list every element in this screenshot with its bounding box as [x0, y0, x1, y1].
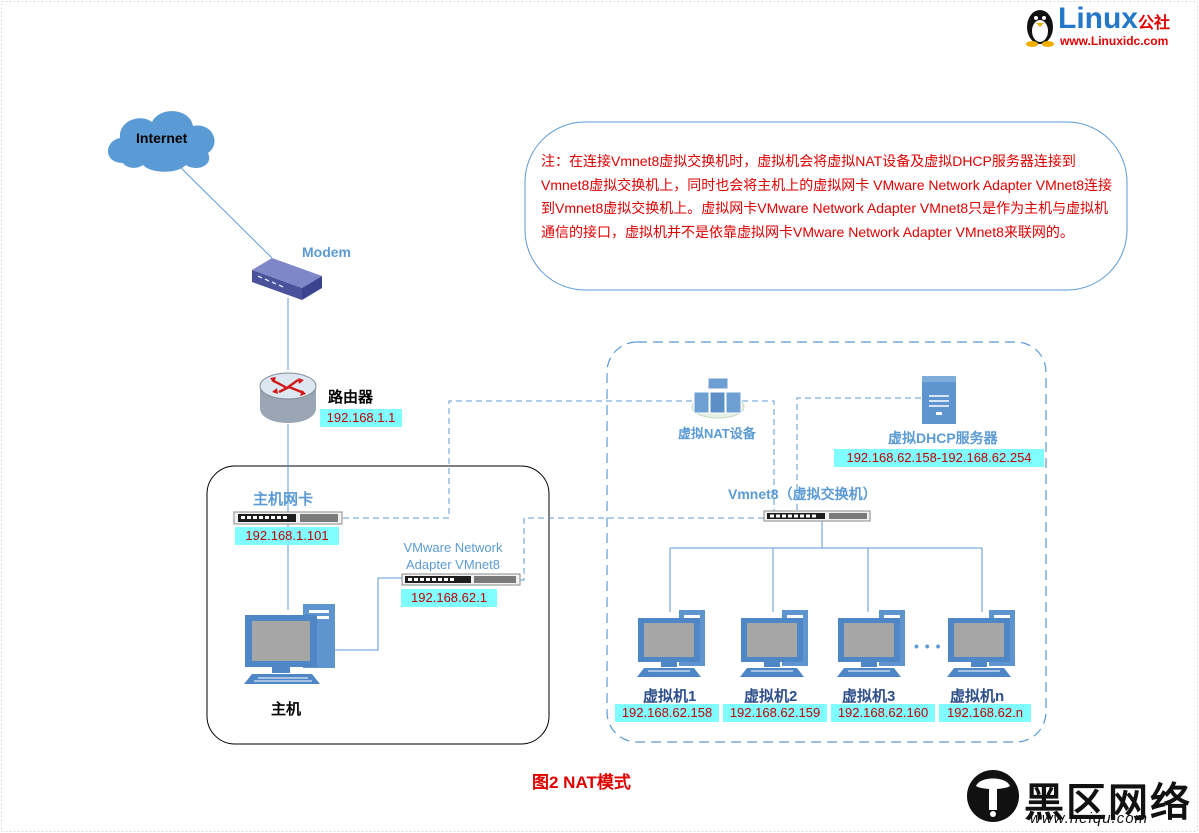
link-host-adapter — [334, 577, 402, 651]
dhcp-server-icon — [922, 376, 956, 424]
host-nic-label: 主机网卡 — [253, 491, 314, 508]
vm1-label: 虚拟机1 — [643, 688, 697, 705]
note-box — [524, 121, 1128, 291]
figure-caption: 图2 NAT模式 — [532, 773, 631, 792]
vm3-ip-badge: 192.168.62.160 — [831, 704, 935, 722]
vmn-ip-badge: 192.168.62.n — [939, 704, 1031, 722]
link-internet-modem — [167, 154, 273, 259]
solid-connectors — [167, 154, 983, 651]
host-region — [206, 465, 550, 745]
link-dhcp-switch — [796, 397, 921, 512]
router-icon — [259, 372, 317, 423]
virtual-switch-icon — [763, 510, 871, 522]
dhcp-server-label: 虚拟DHCP服务器 — [888, 430, 998, 446]
note-text: 注：在连接Vmnet8虚拟交换机时，虚拟机会将虚拟NAT设备及虚拟DHCP服务器… — [541, 153, 1113, 240]
vmn-pc-icon — [947, 610, 1015, 677]
vm1-pc-icon — [637, 610, 705, 677]
vmnet8-adapter-icon — [401, 573, 521, 586]
modem-label: Modem — [302, 244, 351, 260]
vm2-pc-icon — [740, 610, 808, 677]
watermark-linux-suffix: 公社 — [1138, 15, 1171, 32]
vmnet8-adapter-ip-badge: 192.168.62.1 — [401, 589, 497, 607]
router-ip-badge: 192.168.1.1 — [320, 409, 402, 427]
internet-cloud-icon — [107, 111, 215, 172]
host-nic-ip-badge: 192.168.1.101 — [235, 527, 339, 545]
dashed-connectors — [343, 397, 921, 581]
dhcp-range-badge: 192.168.62.158-192.168.62.254 — [834, 449, 1044, 467]
watermark-linux-url: www.Linuxidc.com — [1060, 34, 1169, 48]
internet-label: Internet — [136, 130, 188, 146]
host-nic-icon — [233, 511, 343, 525]
vm3-pc-icon — [837, 610, 905, 677]
vm-ellipsis: • • • — [914, 638, 942, 654]
vmn-label: 虚拟机n — [950, 688, 1005, 705]
penguin-logo-icon — [1026, 10, 1054, 47]
vm1-ip-badge: 192.168.62.158 — [615, 704, 719, 722]
nat-device-label: 虚拟NAT设备 — [678, 426, 756, 441]
vm2-ip-badge: 192.168.62.159 — [723, 704, 827, 722]
modem-icon — [252, 258, 322, 300]
heiqu-logo-icon — [967, 770, 1019, 822]
virtual-region — [606, 341, 1047, 743]
watermark-heiqu-url: www.heiqu.com — [1030, 810, 1149, 827]
watermark-linux-brand: Linux — [1058, 2, 1138, 35]
vmnet8-adapter-label-line2: Adapter VMnet8 — [406, 557, 500, 572]
host-pc-icon — [244, 604, 335, 684]
link-nic-nat — [343, 400, 694, 519]
watermark-linux: Linux公社 — [1058, 2, 1170, 36]
vm3-label: 虚拟机3 — [842, 688, 896, 705]
vm2-label: 虚拟机2 — [744, 688, 798, 705]
watermark-heiqu-brand: 黑区网络 — [1024, 781, 1192, 825]
virtual-switch-label: Vmnet8（虚拟交换机） — [728, 486, 877, 502]
vmnet8-adapter-label-line1: VMware Network — [403, 540, 503, 555]
link-nat-switch — [742, 400, 775, 512]
link-adapter-switch — [520, 517, 764, 581]
nat-device-icon — [691, 377, 745, 419]
router-label: 路由器 — [328, 389, 374, 406]
host-label: 主机 — [271, 701, 302, 718]
